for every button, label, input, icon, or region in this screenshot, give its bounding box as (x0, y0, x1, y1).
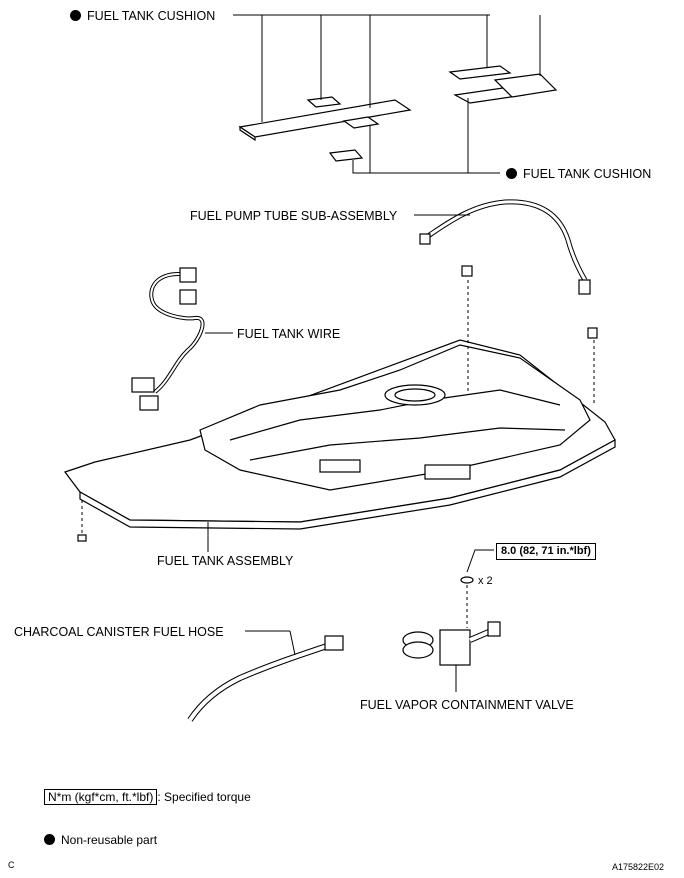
legend-torque-key: N*m (kgf*cm, ft.*lbf) (44, 789, 158, 805)
canister-hose-label: CHARCOAL CANISTER FUEL HOSE (14, 625, 224, 639)
cushion-leader-lines (233, 14, 541, 174)
fuel-pump-tube (414, 199, 591, 295)
torque-quantity: x 2 (478, 575, 493, 587)
fuel-tank-cushion-pads (238, 65, 558, 162)
cushion-right-label: FUEL TANK CUSHION (506, 167, 651, 181)
fuel-tank-wire (131, 267, 233, 411)
torque-leader (466, 549, 494, 573)
small-clips (77, 265, 598, 584)
legend-torque-desc: : Specified torque (157, 790, 251, 804)
cushion-top-label: FUEL TANK CUSHION (70, 9, 215, 23)
nonreusable-dot-icon (70, 10, 81, 21)
nonreusable-dot-icon (44, 834, 55, 845)
tank-assembly-label: FUEL TANK ASSEMBLY (157, 554, 294, 568)
fuel-vapor-containment-valve (402, 621, 501, 692)
corner-left-mark: C (8, 860, 15, 870)
fuel-tank-assembly (64, 339, 616, 552)
vapor-valve-label: FUEL VAPOR CONTAINMENT VALVE (360, 698, 574, 712)
legend-torque: N*m (kgf*cm, ft.*lbf): Specified torque (44, 789, 251, 805)
figure-id: A175822E02 (612, 862, 665, 872)
tank-wire-label: FUEL TANK WIRE (237, 327, 341, 341)
legend-nonreusable: Non-reusable part (44, 833, 157, 847)
pump-tube-label: FUEL PUMP TUBE SUB-ASSEMBLY (190, 209, 398, 223)
charcoal-canister-fuel-hose (187, 630, 344, 722)
torque-value-box: 8.0 (82, 71 in.*lbf) (496, 543, 596, 560)
nonreusable-dot-icon (506, 168, 517, 179)
tank-dashed-guides (81, 280, 595, 628)
